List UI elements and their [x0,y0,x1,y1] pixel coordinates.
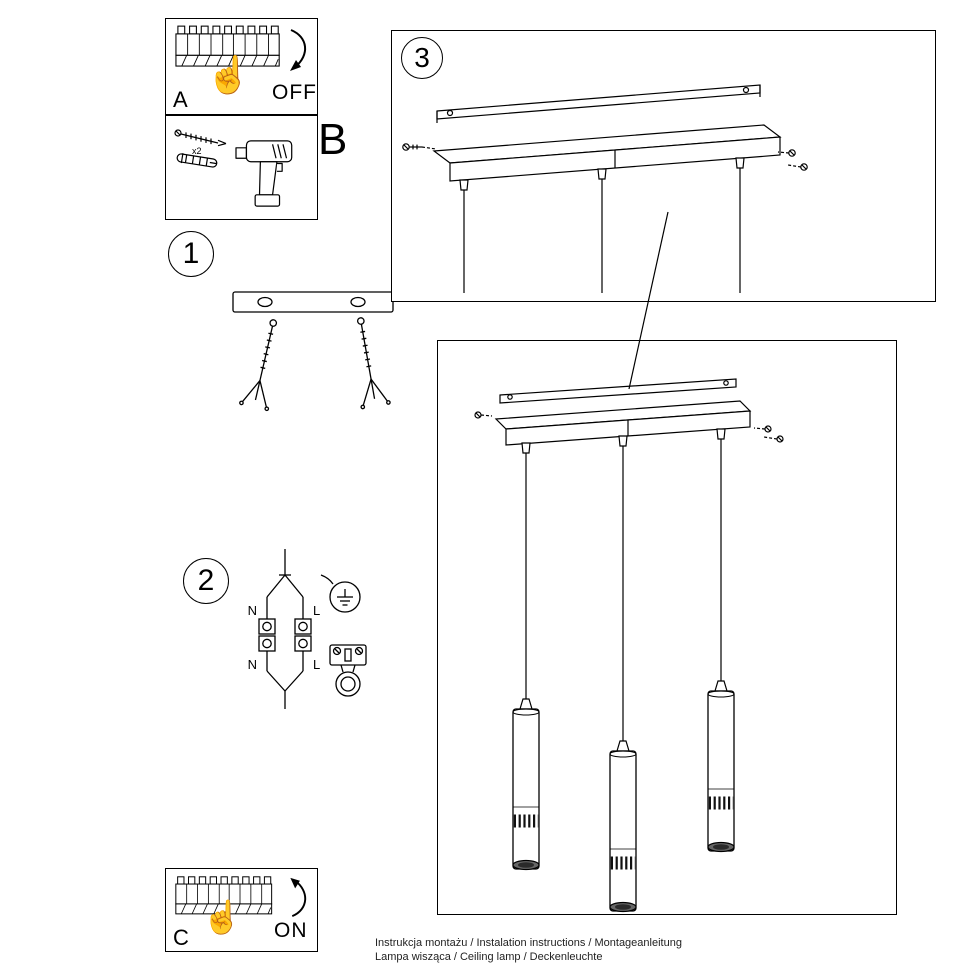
pendant-tube [707,680,735,853]
pendant-tube [609,740,637,913]
mounting-strip [499,378,737,404]
hand-icon: ☝ [202,899,242,935]
wire-n-bottom-label: N [248,657,257,672]
panel-c: ☝ C ON [165,868,318,952]
breaker-panel-icon [175,25,280,67]
mounting-plate [232,291,394,313]
fixing-screw-icon [763,435,784,443]
step-2-number-text: 2 [197,564,215,597]
mounting-strip [436,84,761,120]
wire-n-top-label: N [248,603,257,618]
pendant-lamp-diagram [474,378,784,913]
fixing-screw-icon [787,163,808,171]
step-3-number: 3 [401,37,443,79]
switch-up-arrow-icon [290,877,307,918]
wiring-diagram: N L N L [248,549,367,709]
toggle-anchor-icon [356,317,391,410]
fixing-screw-icon [777,149,796,157]
quantity-label: x2 [192,146,202,156]
power-off-label: OFF [272,81,317,104]
footer-line-1: Instrukcja montażu / Instalation instruc… [375,937,682,949]
pendant-tube [512,698,540,871]
mounting-bracket-diagram [232,291,394,412]
step-1-number-text: 1 [182,237,200,270]
assembled-lamp-box [437,340,897,915]
suspension-cords [521,428,726,741]
power-on-label: ON [274,919,308,942]
hand-icon: ☝ [206,54,251,95]
breaker-panel-icon [175,876,273,915]
panel-b: x2 [165,115,318,220]
fixing-screw-icon [474,411,493,419]
switch-down-arrow-icon [290,29,306,71]
step-3-number-text: 3 [414,42,430,73]
step-2-number: 2 [183,558,229,604]
earth-ground-icon [320,574,361,613]
panel-c-label: C [173,925,189,950]
panel-a-label: A [173,87,188,112]
toggle-anchor-icon [239,319,278,412]
fixing-screw-icon [753,425,772,433]
step-1-number: 1 [168,231,214,277]
wire-l-top-label: L [313,603,320,618]
panel-b-label: B [318,115,348,164]
panel-a: ☝ A OFF [165,18,318,115]
footer: Instrukcja montażu / Instalation instruc… [375,936,682,964]
fixing-screw-icon [402,143,437,151]
drill-icon [235,140,293,207]
ceiling-rail-diagram [402,84,808,293]
step-3-box [391,30,936,302]
cable-clamp-icon [329,644,367,697]
screw-and-wall-plug-icon [174,129,227,168]
footer-line-2: Lampa wisząca / Ceiling lamp / Deckenleu… [375,951,603,963]
suspension-cords [459,157,745,293]
wire-l-bottom-label: L [313,657,320,672]
